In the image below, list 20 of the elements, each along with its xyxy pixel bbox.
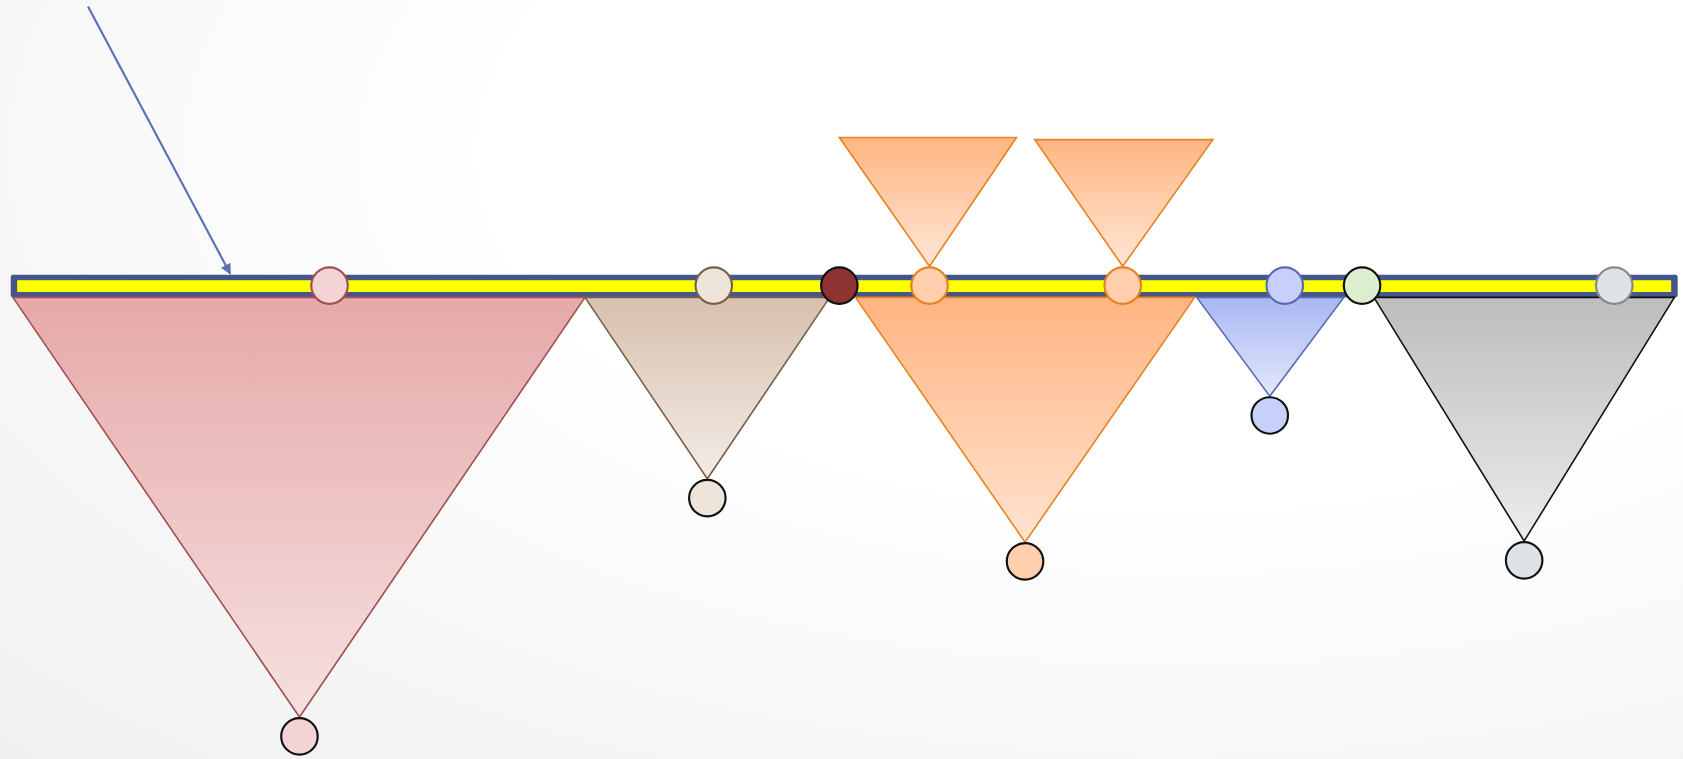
circle-marker (694, 266, 734, 305)
circle-marker (1103, 266, 1143, 305)
circle-marker (1595, 266, 1634, 305)
circle-marker (820, 266, 859, 305)
circle-marker (1504, 541, 1544, 580)
triangle-shape (1195, 296, 1346, 398)
triangle-shape (11, 296, 587, 719)
circle-marker (310, 266, 349, 305)
triangle-shape (837, 136, 1018, 268)
circle-marker (688, 478, 727, 518)
triangle-shape (1033, 138, 1215, 268)
circle-marker (1342, 266, 1382, 305)
circle-marker (910, 266, 949, 305)
circle-marker (1005, 542, 1045, 581)
circle-marker (1250, 396, 1290, 435)
arrow (87, 6, 232, 275)
triangle-shape (1372, 296, 1676, 543)
circle-marker (280, 717, 319, 756)
circle-marker (1265, 266, 1305, 305)
triangle-shape (853, 296, 1197, 544)
